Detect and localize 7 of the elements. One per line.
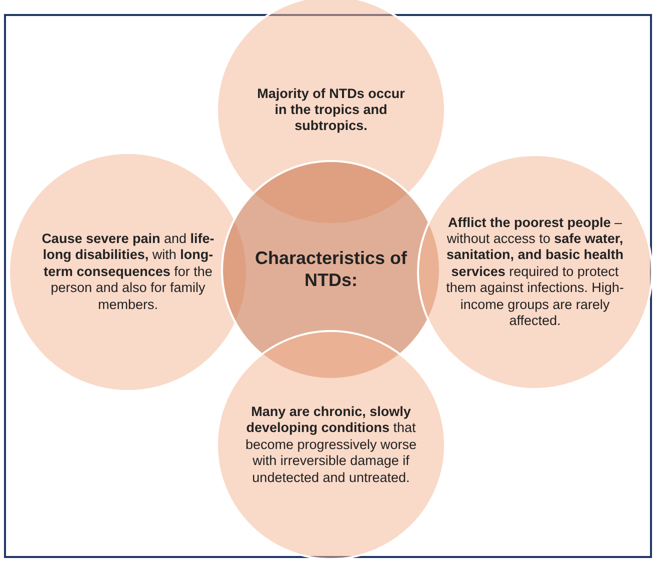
circle-node [216, 330, 446, 560]
characteristic-text: Afflict the poorest people – without access to safe water, sanitation, and basic health services required to protect them against infections. High-income groups are rarely affected. [445, 214, 625, 330]
center-title: Characteristics of NTDs: [254, 248, 408, 292]
characteristic-text: Many are chronic, slowly developing conditions that become progressively worse with irreversible damage if undetected and untreated. [244, 404, 418, 486]
characteristic-text: Majority of NTDs occur in the tropics and subtropics. [256, 86, 406, 135]
characteristic-text: Cause severe pain and life-long disabilities, with long-term consequences for the person and also for family members. [40, 231, 216, 314]
circle-node [417, 154, 653, 390]
